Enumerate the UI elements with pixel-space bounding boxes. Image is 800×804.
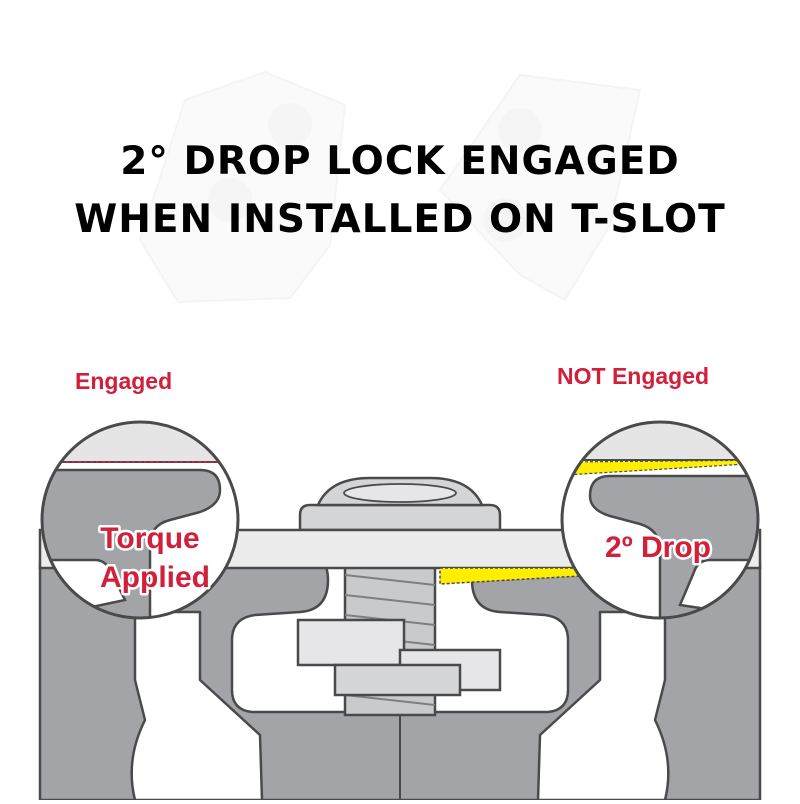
drop-label: 2º Drop xyxy=(605,531,711,564)
headline-line-2: WHEN INSTALLED ON T-SLOT xyxy=(74,197,726,242)
engaged-label: Engaged xyxy=(75,368,173,394)
torque-label-line2: Applied xyxy=(100,561,210,594)
torque-label-line1: Torque xyxy=(100,522,199,555)
headline-line-1: 2° DROP LOCK ENGAGED xyxy=(120,139,680,184)
t-slot-inner-channel xyxy=(130,610,670,802)
engaged-zoom-circle xyxy=(40,420,240,620)
not-engaged-label: NOT Engaged xyxy=(557,363,710,389)
drop-gap-main xyxy=(439,567,582,585)
faded-tnut-photo xyxy=(138,70,642,304)
t-nut-blocks xyxy=(296,618,502,697)
bolt-head xyxy=(298,476,502,532)
